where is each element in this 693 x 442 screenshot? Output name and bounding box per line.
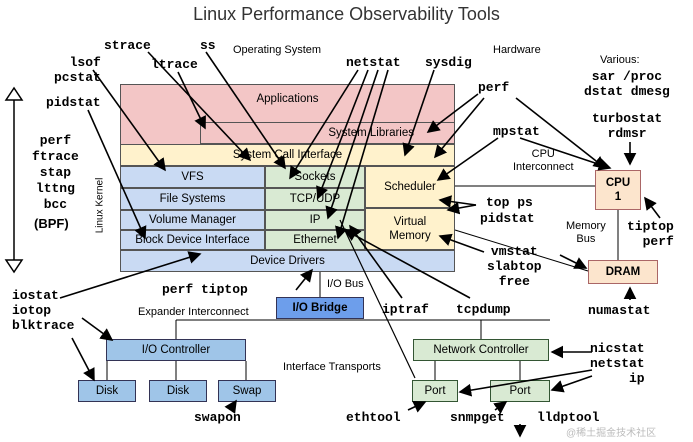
tool-tcpdump: tcpdump bbox=[456, 302, 511, 317]
system-libraries-label: System Libraries bbox=[328, 127, 414, 139]
volume-manager-label: Volume Manager bbox=[149, 214, 236, 226]
vfs-box: VFS bbox=[120, 166, 265, 188]
watermark: @稀土掘金技术社区 bbox=[566, 428, 657, 439]
tool-numastat: numastat bbox=[588, 303, 651, 318]
io-bridge-box: I/O Bridge bbox=[276, 297, 364, 319]
tool-swapon: swapon bbox=[194, 410, 241, 425]
tool-snmpget: snmpget bbox=[450, 410, 505, 425]
io-bridge-label: I/O Bridge bbox=[292, 302, 348, 314]
diagram-title: Linux Performance Observability Tools bbox=[193, 4, 500, 24]
ip-box: IP bbox=[265, 210, 365, 230]
virtual-memory-label: Virtual Memory bbox=[389, 216, 431, 242]
cpu-box: CPU 1 bbox=[595, 170, 641, 210]
scheduler-label: Scheduler bbox=[384, 181, 436, 193]
disk1-box: Disk bbox=[78, 380, 136, 402]
vfs-label: VFS bbox=[181, 171, 204, 183]
ethernet-label: Ethernet bbox=[293, 234, 337, 246]
device-drivers-label: Device Drivers bbox=[250, 255, 325, 267]
network-controller-box: Network Controller bbox=[413, 339, 549, 361]
tool-ss: ss bbox=[200, 38, 216, 53]
memory-bus-caption: Memory Bus bbox=[566, 220, 606, 245]
tool-tiptop-perf: tiptop perf bbox=[627, 219, 674, 249]
os-caption: Operating System bbox=[233, 44, 322, 56]
tool-top-ps: top ps bbox=[486, 195, 533, 210]
system-libraries-layer: System Libraries bbox=[200, 122, 455, 144]
tool-pidstat-right: pidstat bbox=[480, 211, 535, 226]
tool-sysdig: sysdig bbox=[425, 55, 472, 70]
tool-iostat: iostat iotop blktrace bbox=[12, 288, 75, 333]
port2-box: Port bbox=[490, 380, 550, 402]
dram-box: DRAM bbox=[588, 260, 658, 284]
tool-ltrace: ltrace bbox=[151, 57, 198, 72]
volume-manager-box: Volume Manager bbox=[120, 210, 265, 230]
linux-kernel-caption: Linux Kernel bbox=[94, 177, 106, 234]
disk2-box: Disk bbox=[149, 380, 207, 402]
disk2-label: Disk bbox=[166, 385, 190, 397]
device-drivers-box: Device Drivers bbox=[120, 250, 455, 272]
tool-pidstat-left: pidstat bbox=[46, 95, 101, 110]
tool-various: sar /proc dstat dmesg bbox=[584, 69, 670, 99]
cpu-label: CPU 1 bbox=[605, 177, 631, 203]
syscall-interface-label: System Call Interface bbox=[232, 149, 343, 161]
hardware-caption: Hardware bbox=[493, 44, 541, 56]
swap-label: Swap bbox=[232, 385, 262, 397]
io-controller-label: I/O Controller bbox=[141, 344, 211, 356]
io-bus-caption: I/O Bus bbox=[327, 278, 364, 290]
cpu-interconnect-caption: CPU Interconnect bbox=[513, 148, 574, 173]
ip-label: IP bbox=[309, 214, 321, 226]
tool-perf-tiptop: perf tiptop bbox=[162, 282, 248, 297]
swap-box: Swap bbox=[218, 380, 276, 402]
port2-label: Port bbox=[509, 385, 531, 397]
port1-label: Port bbox=[424, 385, 446, 397]
block-device-interface-label: Block Device Interface bbox=[135, 234, 250, 246]
tool-vmstat: vmstat slabtop free bbox=[487, 244, 542, 289]
network-controller-label: Network Controller bbox=[433, 344, 529, 356]
interface-transports-caption: Interface Transports bbox=[283, 361, 381, 373]
tool-lsof-pcstat: lsof pcstat bbox=[54, 55, 101, 85]
tool-perf-top: perf bbox=[478, 80, 510, 95]
various-caption: Various: bbox=[600, 54, 640, 66]
tool-turbostat: turbostat rdmsr bbox=[592, 111, 663, 141]
dram-label: DRAM bbox=[605, 266, 641, 278]
tool-left-stack: perf ftrace stap lttng bcc bbox=[32, 133, 79, 212]
block-device-interface-box: Block Device Interface bbox=[120, 230, 265, 250]
tool-strace: strace bbox=[104, 38, 151, 53]
tool-lldptool: lldptool bbox=[537, 410, 600, 425]
tool-mpstat: mpstat bbox=[493, 124, 540, 139]
applications-label: Applications bbox=[256, 93, 319, 105]
file-systems-label: File Systems bbox=[159, 193, 226, 205]
file-systems-box: File Systems bbox=[120, 188, 265, 210]
tool-ethtool: ethtool bbox=[346, 410, 401, 425]
port1-box: Port bbox=[412, 380, 458, 402]
expander-caption: Expander Interconnect bbox=[138, 306, 249, 318]
io-controller-box: I/O Controller bbox=[106, 339, 246, 361]
tool-iptraf: iptraf bbox=[382, 302, 429, 317]
syscall-interface-layer: System Call Interface bbox=[120, 144, 455, 166]
tool-netstat: netstat bbox=[346, 55, 401, 70]
disk1-label: Disk bbox=[95, 385, 119, 397]
tool-bpf: (BPF) bbox=[34, 216, 69, 231]
tool-nicstat: nicstat netstat ip bbox=[590, 341, 645, 386]
